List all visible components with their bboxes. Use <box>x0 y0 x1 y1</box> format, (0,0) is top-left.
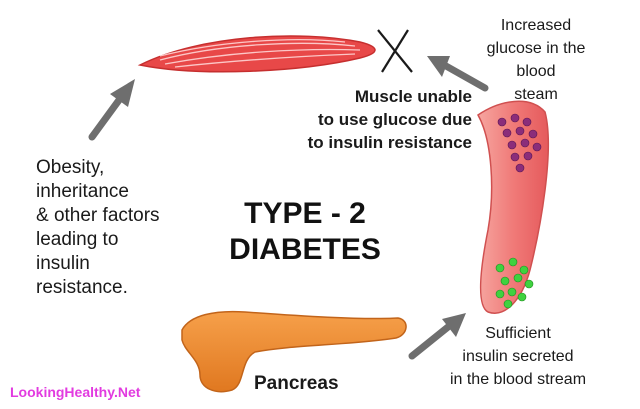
pancreas-label: Pancreas <box>254 373 339 394</box>
brand-watermark: LookingHealthy.Net <box>10 384 141 400</box>
blocked-x-icon <box>377 29 413 73</box>
diagram-title: TYPE - 2 DIABETES <box>229 197 381 266</box>
pancreas-illustration <box>181 310 407 393</box>
insulin-caption: Sufficient insulin secreted in the blood… <box>449 325 587 388</box>
muscle-illustration <box>137 35 376 73</box>
risk-factors-caption: Obesity, inheritance & other factors lea… <box>36 157 160 298</box>
glucose-molecules <box>497 113 542 173</box>
arrow-pancreas-to-vessel <box>408 313 466 360</box>
muscle-caption: Muscle unable to use glucose due to insu… <box>307 87 472 152</box>
blood-vessel-illustration <box>477 100 550 314</box>
insulin-molecules <box>495 257 534 309</box>
arrow-left-up <box>88 79 135 141</box>
glucose-caption: Increased glucose in the blood steam <box>486 17 586 103</box>
cycle-arrows <box>88 56 489 360</box>
arrow-vessel-to-muscle <box>427 56 489 92</box>
